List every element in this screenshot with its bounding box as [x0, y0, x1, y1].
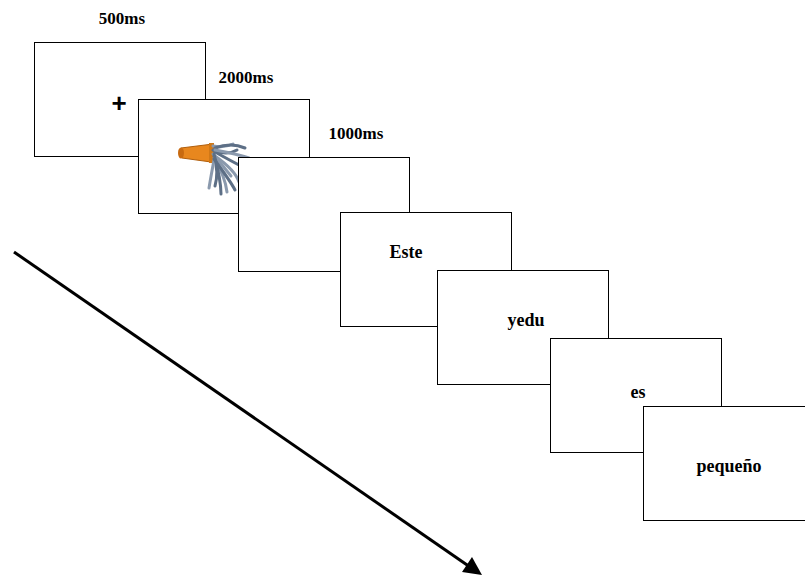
stimulus-word: es: [631, 383, 646, 403]
duration-label: 1000ms: [329, 125, 384, 144]
stimulus-word: Este: [390, 243, 423, 263]
duration-label: 2000ms: [219, 69, 274, 88]
fixation-cross: +: [111, 89, 126, 118]
stimulus-word: yedu: [507, 311, 544, 331]
mop-handle-end: [178, 148, 184, 159]
mop-handle: [180, 144, 213, 162]
mop-strand: [209, 160, 214, 188]
stimulus-word: pequeño: [696, 457, 761, 477]
stimulus-screen: pequeño: [643, 406, 805, 521]
time-arrow-head: [462, 557, 482, 575]
duration-label: 500ms: [99, 10, 145, 29]
mop-strand: [214, 159, 235, 190]
mop-strand: [215, 145, 245, 148]
